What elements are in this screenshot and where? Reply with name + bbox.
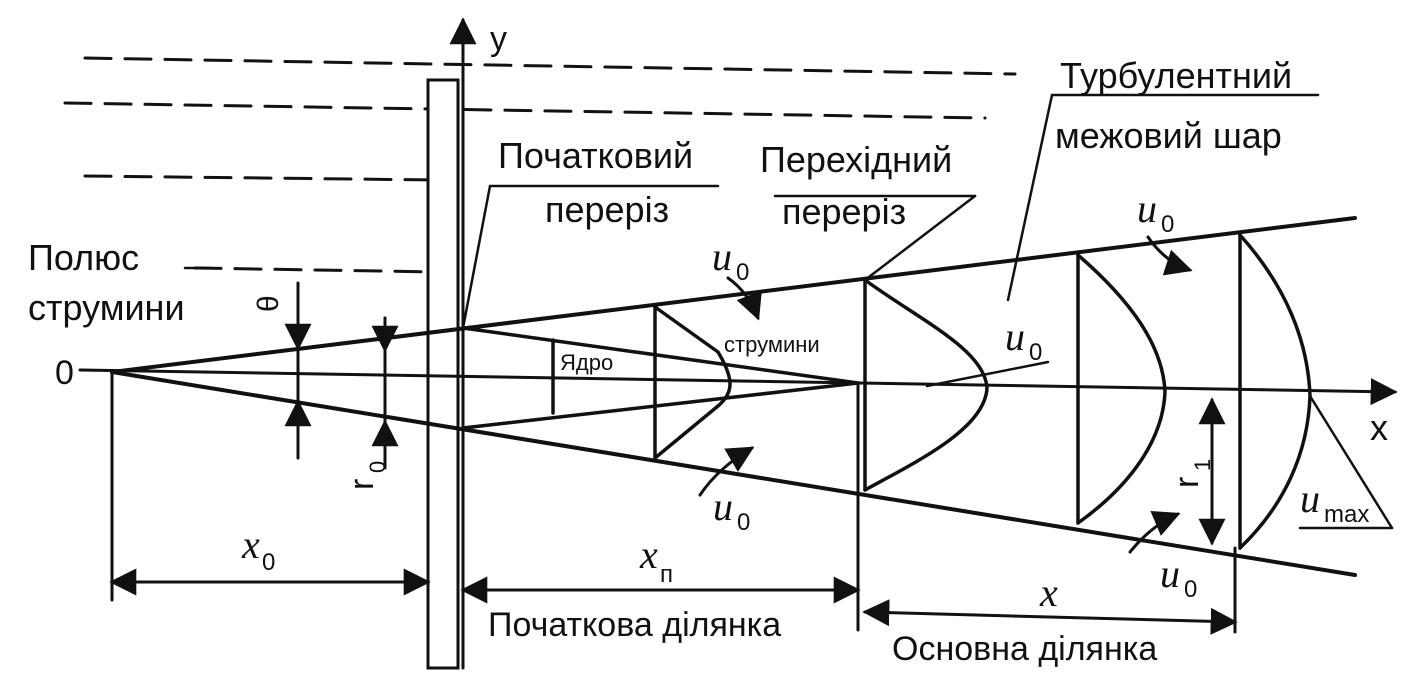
leader-lines <box>183 93 1320 388</box>
svg-text:r: r <box>1168 477 1206 488</box>
origin-label: 0 <box>55 354 74 392</box>
r0-symbol: r 0 <box>343 461 390 490</box>
u0-symbol-2: u 0 <box>713 484 750 536</box>
svg-text:0: 0 <box>1029 339 1042 366</box>
svg-text:0: 0 <box>262 549 275 576</box>
svg-text:0: 0 <box>365 461 390 473</box>
velocity-profile-3 <box>1076 253 1167 525</box>
r1-symbol: r 1 <box>1168 459 1215 488</box>
transition-section-line1: Перехідний <box>760 139 952 180</box>
svg-text:u: u <box>1300 476 1320 521</box>
pole-label-line1: Полюс <box>28 237 139 278</box>
x-symbol: x <box>1039 570 1058 615</box>
svg-text:1: 1 <box>1190 459 1215 471</box>
u0-symbol-3: u 0 <box>1137 186 1174 238</box>
jet-boundaries <box>110 216 1357 577</box>
x-axis <box>78 368 1398 406</box>
jet-core <box>461 326 860 430</box>
velocity-profile-1 <box>653 305 732 460</box>
svg-text:r: r <box>343 479 381 490</box>
pole-marks <box>110 281 399 602</box>
svg-text:п: п <box>660 561 673 588</box>
initial-section-line2: переріз <box>545 189 669 230</box>
svg-text:u: u <box>1137 186 1157 231</box>
dimension-lines <box>109 381 1238 635</box>
svg-text:u: u <box>1160 551 1180 596</box>
initial-zone-label: Початкова ділянка <box>488 606 781 644</box>
transition-section-line2: переріз <box>782 191 906 232</box>
xn-symbol: x п <box>639 532 673 588</box>
u0-symbol-4: u 0 <box>1160 551 1197 603</box>
velocity-profile-2 <box>863 278 989 492</box>
u0-symbol-1: u 0 <box>712 234 749 286</box>
core-label-line1: Ядро <box>560 350 613 375</box>
x0-symbol: x 0 <box>241 522 275 576</box>
main-zone-label: Основна ділянка <box>892 630 1157 668</box>
svg-text:u: u <box>712 234 732 279</box>
svg-text:0: 0 <box>1184 576 1197 603</box>
umax-leader <box>1298 394 1394 530</box>
svg-text:u: u <box>1005 314 1025 359</box>
x-axis-label: x <box>1370 407 1388 448</box>
turbulent-label-line1: Турбулентний <box>1060 55 1292 96</box>
svg-text:max: max <box>1324 501 1369 528</box>
svg-text:0: 0 <box>736 259 749 286</box>
svg-text:0: 0 <box>737 509 750 536</box>
svg-text:0: 0 <box>1161 211 1174 238</box>
entrainment-arrows <box>698 235 1193 554</box>
umax-symbol: u max <box>1300 476 1369 528</box>
svg-text:x: x <box>241 522 260 567</box>
svg-text:x: x <box>639 532 658 577</box>
svg-text:x: x <box>1039 570 1058 615</box>
nozzle-wall <box>426 78 460 670</box>
pole-label-line2: струмини <box>28 287 185 328</box>
u0-symbol-5: u 0 <box>1005 314 1042 366</box>
core-label-line2: струмини <box>724 332 820 357</box>
y-axis-label: y <box>490 20 507 58</box>
theta-label: θ <box>252 295 285 312</box>
dashed-flow-lines <box>63 56 1017 274</box>
turbulent-label-line2: межовий шар <box>1055 115 1282 156</box>
svg-text:u: u <box>713 484 733 529</box>
initial-section-line1: Початковий <box>498 135 693 176</box>
